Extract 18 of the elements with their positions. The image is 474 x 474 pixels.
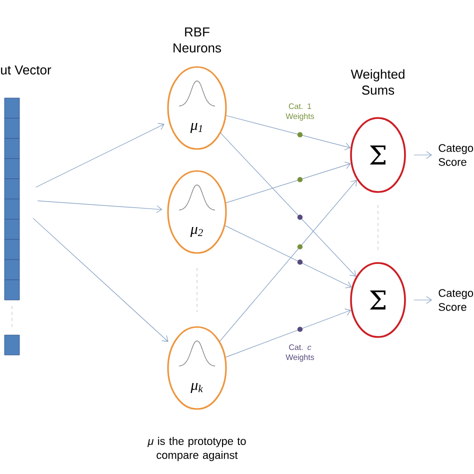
arrow [225,308,352,358]
arrow [224,225,352,288]
column-heading: RBF Neurons [174,28,221,52]
arrow [37,200,162,213]
score-text: Catego Score [438,289,474,311]
arrow [220,180,357,342]
node-label: ut Vector [1,65,52,75]
arrow [414,151,432,159]
arrow [226,162,351,204]
arrow [220,132,356,277]
arrow [414,296,432,304]
input-vector: ut Vector [1,65,52,356]
arrow [32,218,168,342]
caption-text: μ is the prototype to compare against [147,436,246,462]
arrow [36,123,164,188]
column-heading: Weighted Sums [350,69,404,95]
arrow [226,115,351,150]
score-text: Catego Score [438,144,474,166]
